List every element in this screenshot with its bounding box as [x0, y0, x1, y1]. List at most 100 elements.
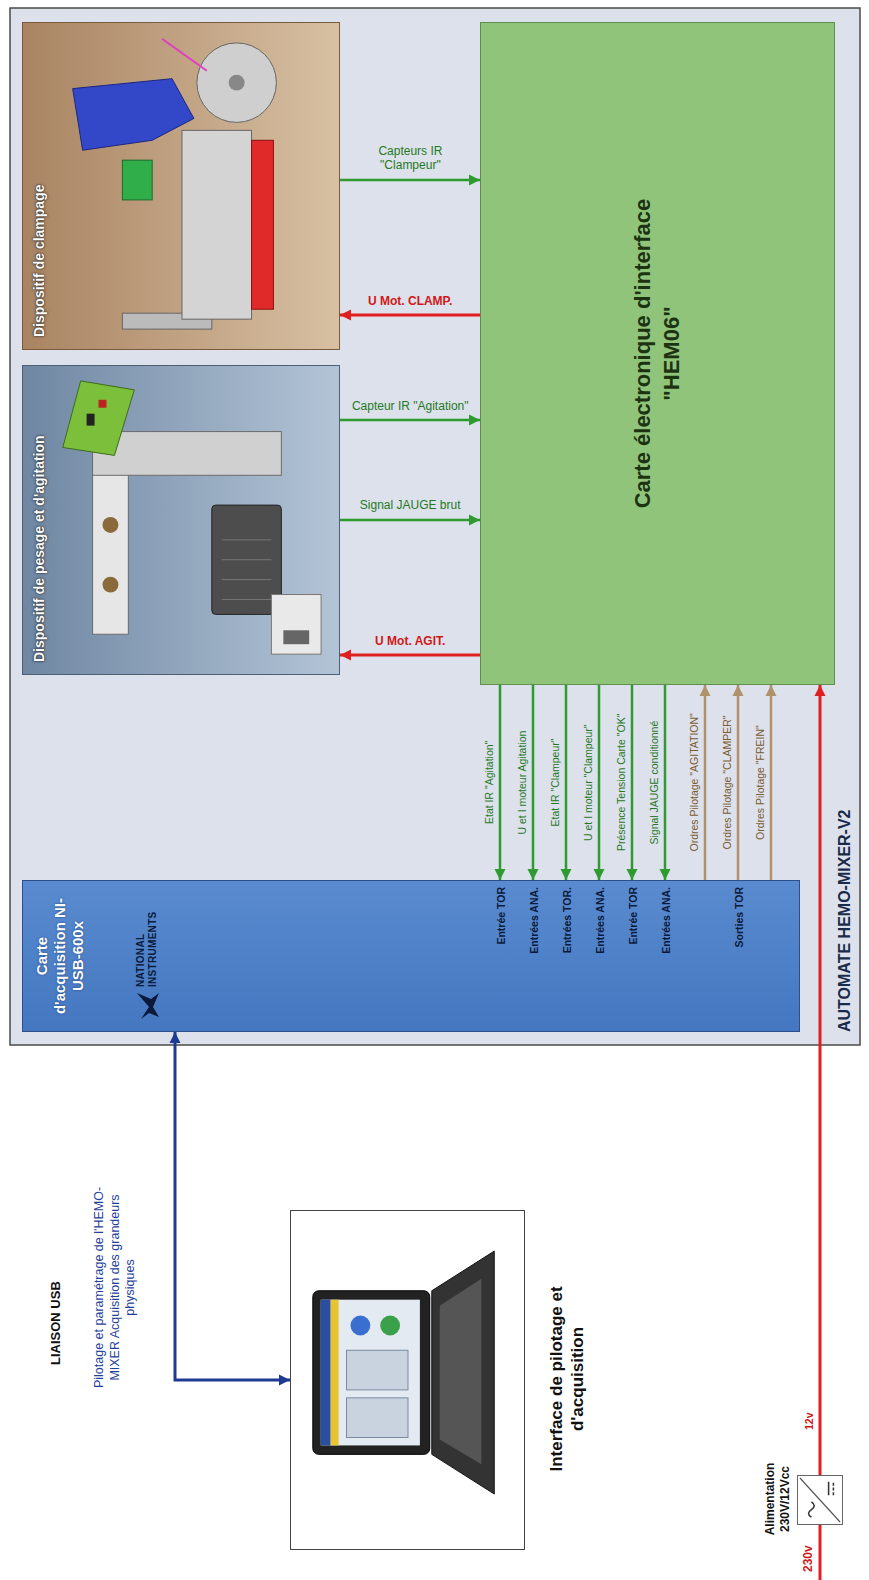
connector-line [340, 419, 480, 422]
connector [766, 685, 777, 880]
arrow-head [594, 869, 605, 880]
connector-label: U et I moteur "Clampeur" [582, 724, 594, 841]
power-supply-drawing [798, 1476, 842, 1524]
drawing-part [347, 1398, 408, 1438]
drawing-part [137, 993, 159, 1019]
arrow-head [627, 869, 638, 880]
drawing-part [162, 39, 207, 71]
connector-line [770, 685, 773, 880]
connector [495, 685, 506, 880]
port-label: Entrée TOR [495, 887, 507, 945]
port-label: Entrées ANA. [594, 887, 606, 954]
connector-label: U et I moteur Agitation [516, 731, 528, 835]
drawing-part [222, 539, 272, 540]
connector-line [340, 654, 480, 657]
drawing-part [197, 43, 276, 122]
connector-label: Signal JAUGE brut [360, 499, 461, 513]
laptop-drawing [291, 1211, 524, 1549]
clamping-device: Dispositif de clampage [22, 22, 340, 350]
connector-line [340, 179, 480, 182]
link-title: LIAISON USB [48, 1281, 63, 1365]
mains-wire [819, 1525, 822, 1580]
arrow-head [528, 869, 539, 880]
connector-label: Présence Tension Carte "OK" [615, 714, 627, 851]
connector [170, 1032, 291, 1386]
connector [561, 685, 572, 880]
connector-line [499, 685, 502, 880]
connector-line [175, 1032, 290, 1380]
connector-line [704, 685, 707, 880]
arrow-head [660, 869, 671, 880]
drawing-part [347, 1350, 408, 1390]
drawing-part [73, 79, 194, 151]
connector [700, 685, 711, 880]
connector [340, 415, 480, 426]
drawing-part [440, 1279, 482, 1464]
connector [340, 515, 480, 526]
drawing-part [833, 1482, 835, 1495]
drawing-part [800, 1478, 840, 1522]
drawing-part [350, 1316, 370, 1336]
power-supply-heading: Alimentation 230V/12Vcc [763, 1449, 792, 1549]
connector-line [631, 685, 634, 880]
port-label: Entrées ANA. [528, 887, 540, 954]
connector-line [565, 685, 568, 880]
arrow-head [340, 310, 351, 321]
brand-logo-emblem [135, 991, 161, 1021]
device-title: Dispositif de pesage et d'agitation [31, 378, 47, 662]
connector-line [737, 685, 740, 880]
card-title: Carte électronique d'interface "HEM06" [629, 184, 686, 524]
connector-line [532, 685, 535, 880]
connector [627, 685, 638, 880]
drawing-part [93, 432, 282, 476]
connector-line [598, 685, 601, 880]
arrow-head [279, 1375, 290, 1386]
connector [340, 175, 480, 186]
drawing-part [222, 559, 272, 560]
drawing-part [63, 381, 135, 456]
drawing-part [313, 1291, 430, 1455]
power-supply-symbol: Alimentation 230V/12Vcc [797, 1475, 843, 1525]
drawing-part [229, 75, 245, 91]
card-title: Carte d'acquisition NI-USB-600x [33, 889, 87, 1023]
automate-title: AUTOMATE HEMO-MIXER-V2 [836, 809, 854, 1032]
laptop-box: Interface de pilotage et d'acquisition [290, 1210, 525, 1550]
drawing-part [828, 1482, 830, 1495]
drawing-part [432, 1251, 494, 1494]
automate-panel-ground [10, 8, 860, 1045]
drawing-part [809, 1502, 815, 1517]
drawing-part [87, 414, 95, 426]
drawing-part [182, 130, 252, 319]
connector-line [664, 685, 667, 880]
arrow-head [733, 685, 744, 696]
drawing-part [222, 579, 272, 580]
brand-logo-text: NATIONAL INSTRUMENTS [135, 891, 158, 987]
port-label: Sorties TOR [733, 887, 745, 948]
connector-line [340, 314, 480, 317]
arrow-head [815, 685, 826, 696]
drawing-part [321, 1300, 331, 1446]
connector [815, 685, 826, 1475]
drawing-part [222, 599, 272, 600]
arrow-head [469, 515, 480, 526]
arrow-head [495, 869, 506, 880]
arrow-head [766, 685, 777, 696]
drawing-part [321, 1300, 420, 1446]
device-title: Dispositif de clampage [31, 35, 47, 337]
drawing-part [380, 1316, 400, 1336]
connector-label: Signal JAUGE conditionné [648, 721, 660, 845]
connector [733, 685, 744, 880]
interface-heading: Interface de pilotage et d'acquisition [546, 1249, 589, 1509]
port-label: Entrée TOR [627, 887, 639, 945]
port-label: Entrées ANA. [660, 887, 672, 954]
drawing-part [283, 630, 309, 644]
connector-line [819, 685, 822, 1475]
interface-card: Carte électronique d'interface "HEM06" [480, 22, 835, 685]
drawing-part [103, 517, 119, 533]
connector [340, 650, 480, 661]
connector-label: U Mot. AGIT. [375, 634, 445, 648]
arrow-head [561, 869, 572, 880]
drawing-part [122, 160, 152, 200]
weighing-device-drawing [23, 366, 339, 674]
